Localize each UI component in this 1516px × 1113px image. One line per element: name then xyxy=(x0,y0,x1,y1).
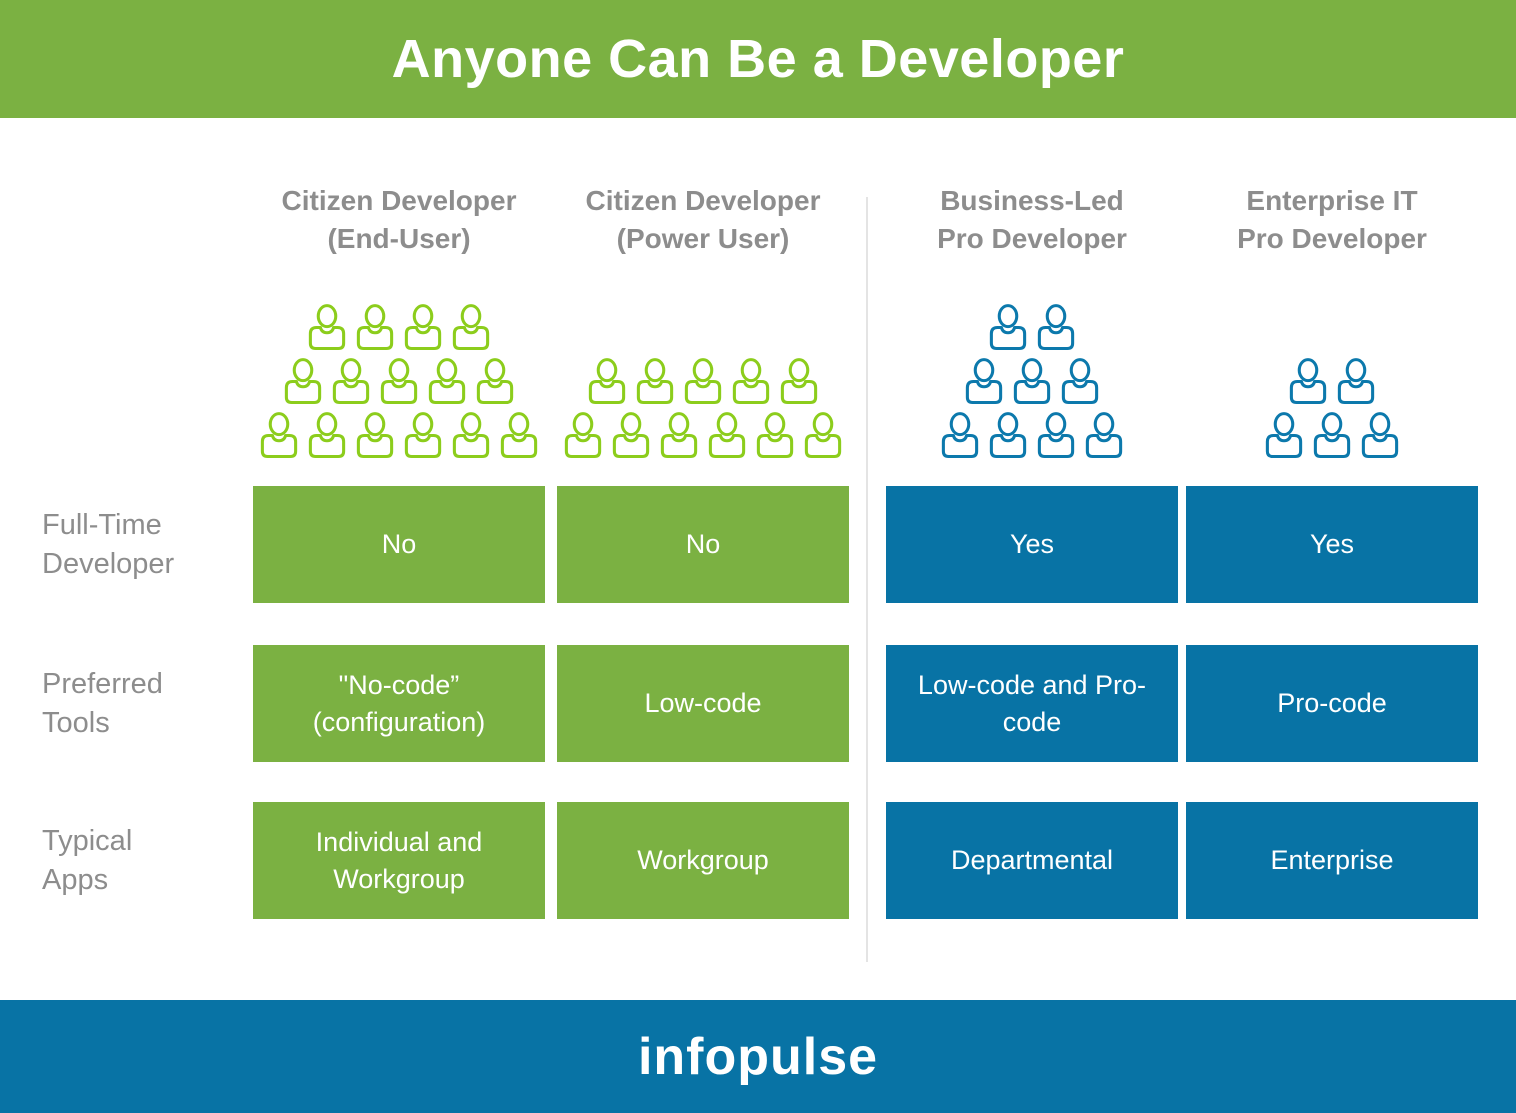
person-icon xyxy=(1035,304,1077,351)
person-icon xyxy=(1359,412,1401,459)
column-header-line: (Power User) xyxy=(616,223,790,254)
icon-group-citizen-end-user xyxy=(253,304,545,465)
person-icon xyxy=(682,358,724,405)
person-icon xyxy=(730,358,772,405)
row-label-typical-apps: Typical Apps xyxy=(0,802,253,919)
icon-group-business-led-pro xyxy=(886,304,1178,465)
cell-apps-enterprise-it-pro: Enterprise xyxy=(1186,802,1478,919)
person-icon xyxy=(1059,358,1101,405)
row-label-full-time-developer: Full-Time Developer xyxy=(0,486,253,603)
cell-tools-business-led-pro: Low-code and Pro-code xyxy=(886,645,1178,762)
person-icon xyxy=(610,412,652,459)
person-icon xyxy=(778,358,820,405)
person-icon xyxy=(426,358,468,405)
cell-apps-business-led-pro: Departmental xyxy=(886,802,1178,919)
column-header-line: Pro Developer xyxy=(1237,223,1427,254)
person-icon xyxy=(258,412,300,459)
infopulse-logo: infopulse xyxy=(637,1027,879,1086)
person-icon xyxy=(354,304,396,351)
person-icon xyxy=(450,304,492,351)
column-header-line: (End-User) xyxy=(327,223,471,254)
person-icon-row xyxy=(258,412,540,459)
person-icon xyxy=(586,358,628,405)
column-header-row: Citizen Developer (End-User) Citizen Dev… xyxy=(0,160,1516,270)
person-icon xyxy=(802,412,844,459)
row-label-line: Preferred xyxy=(42,667,163,700)
row-label-line: Tools xyxy=(42,706,110,739)
person-icon xyxy=(306,304,348,351)
icon-group-citizen-power-user xyxy=(557,358,849,465)
column-header-citizen-power-user: Citizen Developer (Power User) xyxy=(557,160,849,270)
footer-banner: infopulse xyxy=(0,1000,1516,1113)
table-row-typical-apps: Typical Apps Individual and Workgroup Wo… xyxy=(0,802,1516,919)
cell-tools-citizen-end-user: "No-code” (configuration) xyxy=(253,645,545,762)
person-icon-row xyxy=(306,304,492,351)
person-icon xyxy=(706,412,748,459)
title-banner: Anyone Can Be a Developer xyxy=(0,0,1516,118)
person-icon xyxy=(1263,412,1305,459)
person-icon xyxy=(402,412,444,459)
person-icon xyxy=(1011,358,1053,405)
cell-apps-citizen-end-user: Individual and Workgroup xyxy=(253,802,545,919)
cell-full-time-business-led-pro: Yes xyxy=(886,486,1178,603)
person-icon-row xyxy=(963,358,1101,405)
person-icon xyxy=(658,412,700,459)
person-icon xyxy=(402,304,444,351)
person-icon-row xyxy=(586,358,820,405)
row-label-line: Developer xyxy=(42,547,175,580)
cell-tools-citizen-power-user: Low-code xyxy=(557,645,849,762)
person-icon xyxy=(1083,412,1125,459)
table-row-full-time-developer: Full-Time Developer No No Yes Yes xyxy=(0,486,1516,603)
cell-full-time-citizen-power-user: No xyxy=(557,486,849,603)
person-icon xyxy=(562,412,604,459)
person-icon xyxy=(378,358,420,405)
row-label-line: Apps xyxy=(42,863,109,896)
cell-tools-enterprise-it-pro: Pro-code xyxy=(1186,645,1478,762)
person-icon-row xyxy=(1287,358,1377,405)
person-icon xyxy=(1287,358,1329,405)
person-icon xyxy=(474,358,516,405)
row-label-preferred-tools: Preferred Tools xyxy=(0,645,253,762)
person-icon xyxy=(939,412,981,459)
column-header-line: Pro Developer xyxy=(937,223,1127,254)
row-label-line: Full-Time xyxy=(42,508,162,541)
page-title: Anyone Can Be a Developer xyxy=(391,29,1125,89)
person-icon xyxy=(963,358,1005,405)
cell-apps-citizen-power-user: Workgroup xyxy=(557,802,849,919)
person-icon-row xyxy=(987,304,1077,351)
person-icon xyxy=(987,412,1029,459)
cell-full-time-enterprise-it-pro: Yes xyxy=(1186,486,1478,603)
person-icon-row xyxy=(282,358,516,405)
person-icon xyxy=(1311,412,1353,459)
person-icon-row xyxy=(562,412,844,459)
person-icon-row xyxy=(1263,412,1401,459)
cell-full-time-citizen-end-user: No xyxy=(253,486,545,603)
column-header-enterprise-it-pro: Enterprise IT Pro Developer xyxy=(1186,160,1478,270)
person-icon xyxy=(754,412,796,459)
row-label-line: Typical xyxy=(42,824,133,857)
column-header-line: Business-Led xyxy=(940,185,1124,216)
population-icons-row xyxy=(0,270,1516,465)
person-icon xyxy=(306,412,348,459)
column-header-line: Enterprise IT xyxy=(1246,185,1418,216)
person-icon xyxy=(987,304,1029,351)
person-icon xyxy=(1035,412,1077,459)
column-header-line: Citizen Developer xyxy=(585,185,821,216)
comparison-table: Citizen Developer (End-User) Citizen Dev… xyxy=(0,160,1516,962)
header-row-spacer xyxy=(0,160,253,270)
column-header-citizen-end-user: Citizen Developer (End-User) xyxy=(253,160,545,270)
person-icon xyxy=(634,358,676,405)
person-icon xyxy=(450,412,492,459)
person-icon xyxy=(498,412,540,459)
person-icon-row xyxy=(939,412,1125,459)
person-icon xyxy=(330,358,372,405)
table-row-preferred-tools: Preferred Tools "No-code” (configuration… xyxy=(0,645,1516,762)
person-icon xyxy=(1335,358,1377,405)
column-header-line: Citizen Developer xyxy=(281,185,517,216)
column-header-business-led-pro: Business-Led Pro Developer xyxy=(886,160,1178,270)
person-icon xyxy=(282,358,324,405)
icon-group-enterprise-it-pro xyxy=(1186,358,1478,465)
column-divider xyxy=(866,197,868,962)
person-icon xyxy=(354,412,396,459)
